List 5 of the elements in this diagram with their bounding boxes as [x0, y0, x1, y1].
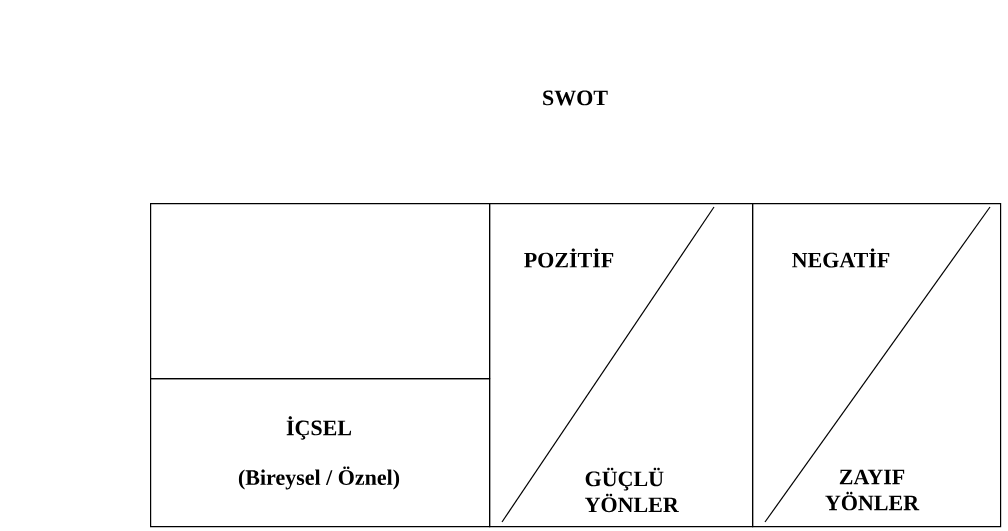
- table-cell: İÇSEL (Bireysel / Öznel): [150, 378, 491, 528]
- table-cell: NEGATİF ZAYIF YÖNLER: [752, 203, 1002, 528]
- table-cell: [150, 203, 491, 380]
- table-cell: POZİTİF GÜÇLÜ YÖNLER: [489, 203, 754, 528]
- title: SWOT: [543, 90, 608, 106]
